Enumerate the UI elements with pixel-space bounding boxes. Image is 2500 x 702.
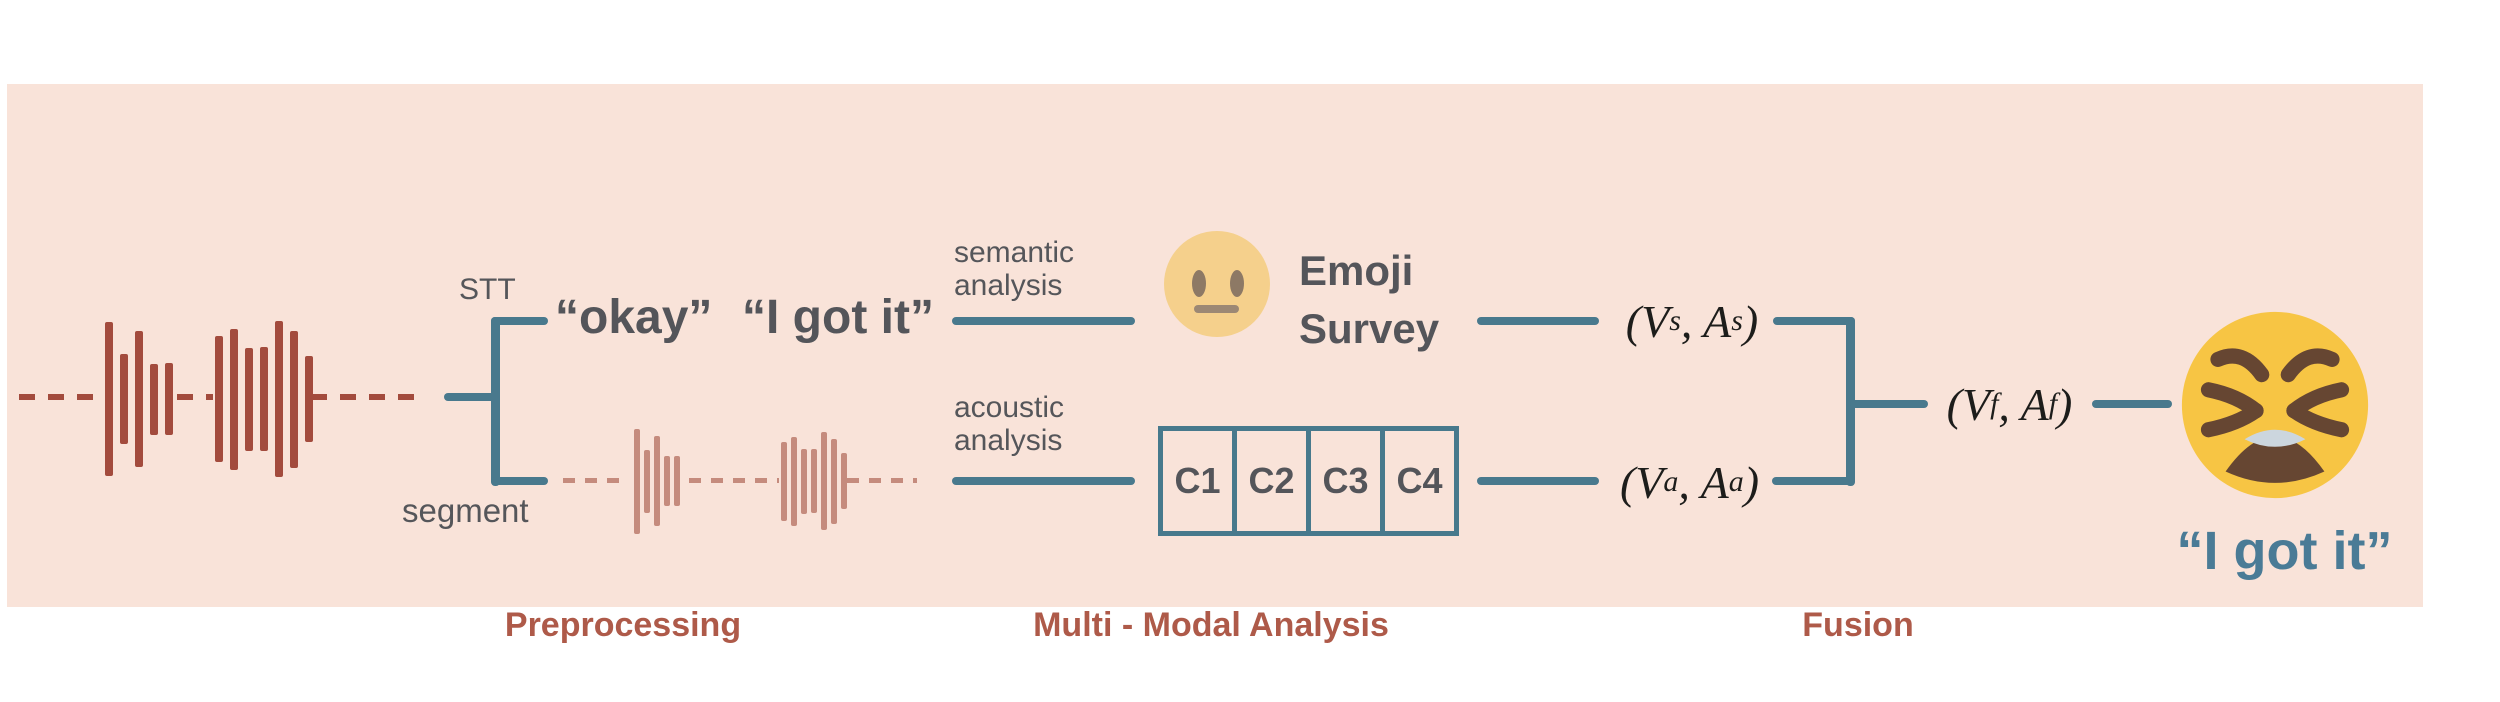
waveform-bar xyxy=(674,456,680,506)
diagram-panel: STT segment “okay” “I got it” semantic a… xyxy=(7,84,2423,644)
acoustic-analysis-label: acoustic analysis xyxy=(954,391,1064,457)
semantic-analysis-label: semantic analysis xyxy=(954,236,1074,302)
waveform-bar xyxy=(215,336,223,462)
waveform-bar xyxy=(260,347,268,451)
waveform-bar xyxy=(165,363,173,435)
acoustic-analysis-line xyxy=(952,477,1135,485)
waveform-bar xyxy=(781,441,787,521)
emoji-survey-label-line2: Survey xyxy=(1299,305,1440,352)
waveform-bar xyxy=(150,363,158,435)
fusion-bracket-stem xyxy=(1850,400,1928,408)
waveform-bar xyxy=(821,432,827,530)
neutral-face-emoji xyxy=(1164,231,1270,337)
tired-face-emoji xyxy=(2180,310,2370,500)
segment-dash-right xyxy=(847,478,917,483)
waveform-bar xyxy=(135,331,143,467)
transcript-okay: “okay” xyxy=(555,291,713,344)
neutral-emoji-right-eye xyxy=(1230,270,1244,297)
neutral-emoji-mouth xyxy=(1194,305,1239,313)
input-audio-dash-left xyxy=(19,394,103,400)
stage-label-fusion: Fusion xyxy=(1802,606,1914,644)
semantic-to-fusion-line xyxy=(1773,317,1855,325)
feature-cell-c2: C2 xyxy=(1232,431,1306,531)
stt-label: STT xyxy=(459,273,516,306)
waveform-bar xyxy=(831,438,837,524)
fusion-to-output-line xyxy=(2092,400,2172,408)
acoustic-feature-boxes: C1 C2 C3 C4 xyxy=(1158,426,1459,536)
input-waveform-cluster-1 xyxy=(105,311,173,487)
fork-vertical-line xyxy=(491,317,500,486)
waveform-bar xyxy=(275,321,283,477)
waveform-bar xyxy=(245,347,253,451)
segment-waveform-1 xyxy=(634,426,680,536)
input-waveform-cluster-2 xyxy=(215,311,313,487)
segment-label: segment xyxy=(402,492,529,529)
tired-face-emoji-graphic xyxy=(2181,311,2369,499)
stage-label-multimodal-analysis: Multi - Modal Analysis xyxy=(1033,606,1389,644)
waveform-bar xyxy=(654,436,660,526)
survey-output-line xyxy=(1477,317,1599,325)
waveform-bar xyxy=(811,449,817,513)
acoustic-to-fusion-line xyxy=(1772,477,1855,485)
waveform-bar xyxy=(644,449,650,513)
waveform-bar xyxy=(305,356,313,442)
waveform-bar xyxy=(791,436,797,526)
segment-waveform-2 xyxy=(781,426,847,536)
transcript-i-got-it: “I got it” xyxy=(742,291,934,344)
feature-cell-c4: C4 xyxy=(1380,431,1454,531)
waveform-bar xyxy=(105,322,113,476)
segment-dash-mid xyxy=(689,478,779,483)
acoustic-analysis-label-line2: analysis xyxy=(954,424,1063,457)
waveform-bar xyxy=(801,448,807,514)
waveform-bar xyxy=(230,328,238,470)
emoji-survey-label-line1: Emoji xyxy=(1299,247,1414,294)
waveform-bar xyxy=(290,330,298,468)
input-audio-dash-right xyxy=(311,394,423,400)
acoustic-analysis-label-line1: acoustic xyxy=(954,391,1065,424)
fork-stem-line xyxy=(444,393,497,401)
waveform-bar xyxy=(634,428,640,534)
fork-top-branch-line xyxy=(491,317,548,325)
waveform-bar xyxy=(664,456,670,506)
fork-bottom-branch-line xyxy=(491,477,548,485)
boxes-output-line xyxy=(1477,477,1599,485)
waveform-bar xyxy=(120,354,128,444)
feature-cell-c3: C3 xyxy=(1306,431,1380,531)
emoji-survey-label: Emoji Survey xyxy=(1299,242,1439,358)
semantic-analysis-label-line1: semantic xyxy=(954,236,1075,269)
waveform-bar xyxy=(841,453,847,509)
semantic-analysis-label-line2: analysis xyxy=(954,269,1063,302)
stage-label-preprocessing: Preprocessing xyxy=(504,606,742,644)
feature-cell-c1: C1 xyxy=(1174,460,1221,501)
segment-dash-left xyxy=(563,478,629,483)
neutral-emoji-left-eye xyxy=(1192,270,1206,297)
semantic-analysis-line xyxy=(952,317,1135,325)
input-audio-dash-mid xyxy=(177,394,213,400)
final-utterance-label: “I got it” xyxy=(2176,521,2393,581)
